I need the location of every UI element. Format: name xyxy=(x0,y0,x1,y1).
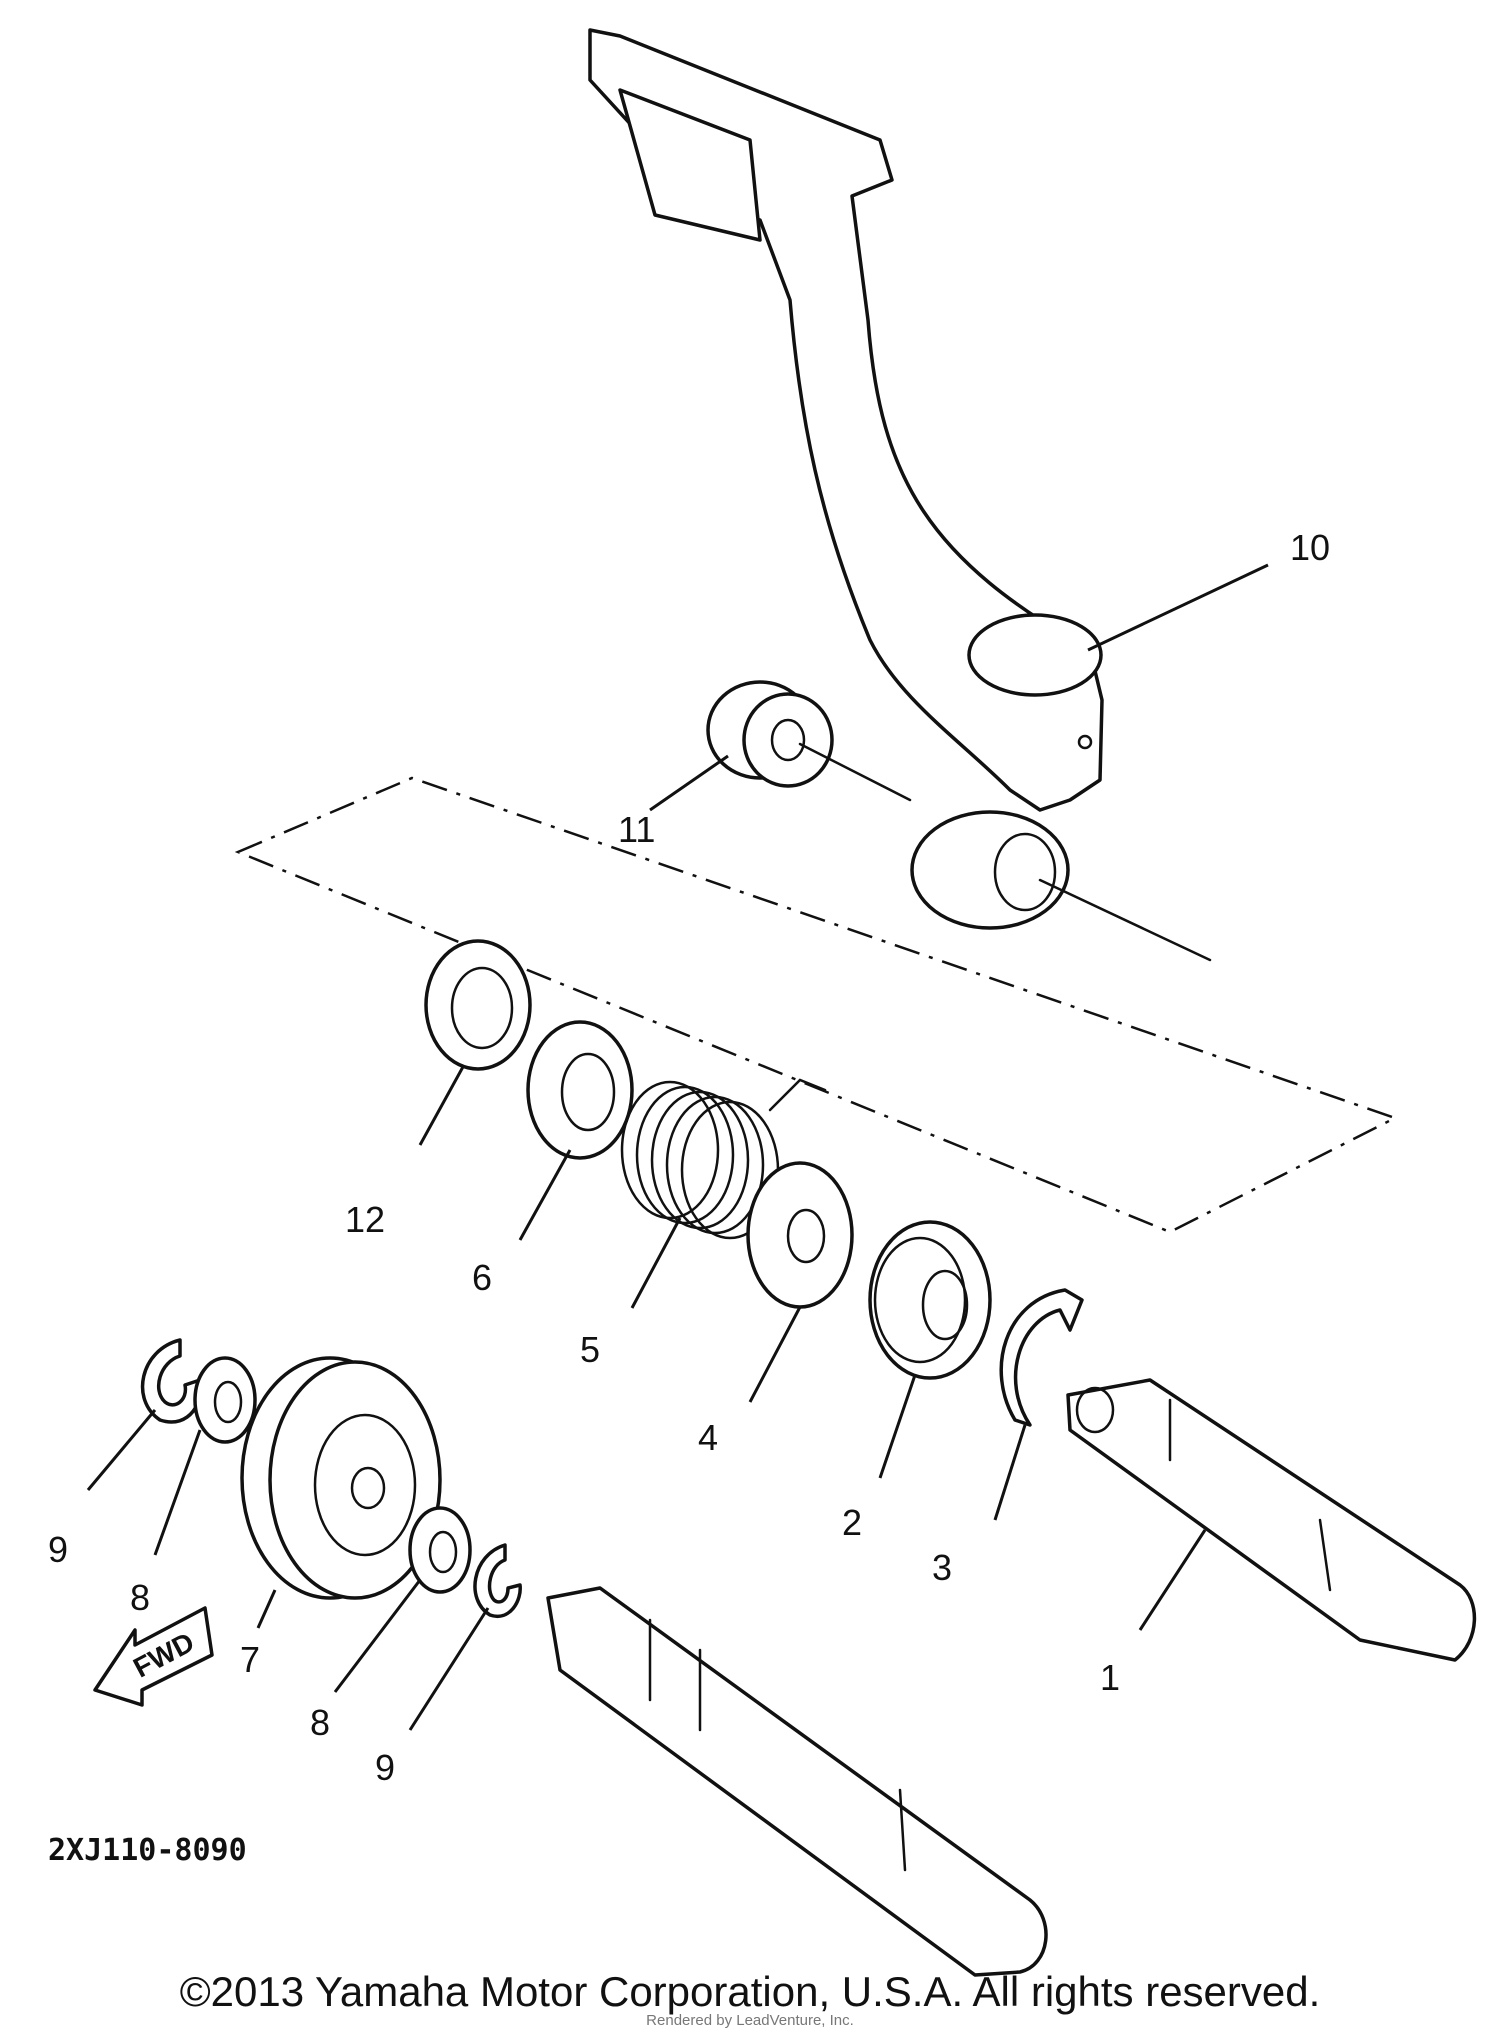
main-axle-shaft xyxy=(546,1586,1048,1977)
callout-4: 4 xyxy=(698,1417,718,1458)
callout-10: 10 xyxy=(1290,527,1330,568)
callout-6: 6 xyxy=(472,1257,492,1298)
callout-8-right: 8 xyxy=(310,1702,330,1743)
washer xyxy=(408,1506,472,1594)
circlip xyxy=(140,1338,203,1424)
fwd-arrow-icon: FWD xyxy=(93,1606,214,1707)
rendered-by-watermark: Rendered by LeadVenture, Inc. xyxy=(646,2012,854,2029)
oil-seal xyxy=(424,939,532,1071)
diagram-code: 2XJ110-8090 xyxy=(48,1833,247,1868)
callout-3: 3 xyxy=(932,1547,952,1588)
callout-7: 7 xyxy=(240,1639,260,1680)
kick-crank-arm xyxy=(588,28,1104,930)
copyright-notice: ©2013 Yamaha Motor Corporation, U.S.A. A… xyxy=(179,1968,1321,2015)
spring-guide xyxy=(526,1020,634,1160)
washer xyxy=(746,1161,854,1309)
callout-8-left: 8 xyxy=(130,1577,150,1618)
callout-5: 5 xyxy=(580,1329,600,1370)
assembly-boundary xyxy=(234,776,1399,1234)
washer xyxy=(193,1356,257,1444)
callout-12: 12 xyxy=(345,1199,385,1240)
circlip xyxy=(473,1543,522,1619)
kick-axle xyxy=(1066,1378,1477,1662)
callout-labels: 10 11 12 6 5 4 2 3 1 9 8 7 8 9 xyxy=(48,527,1330,1788)
ratchet-wheel xyxy=(868,1220,992,1380)
callout-leader-lines xyxy=(86,563,1269,1731)
nut xyxy=(706,680,834,788)
callout-2: 2 xyxy=(842,1502,862,1543)
callout-9-right: 9 xyxy=(375,1747,395,1788)
callout-9-left: 9 xyxy=(48,1529,68,1570)
callout-11: 11 xyxy=(618,809,655,850)
kick-idle-gear xyxy=(240,1356,442,1600)
ratchet-clip xyxy=(999,1288,1084,1427)
callout-1: 1 xyxy=(1100,1657,1120,1698)
